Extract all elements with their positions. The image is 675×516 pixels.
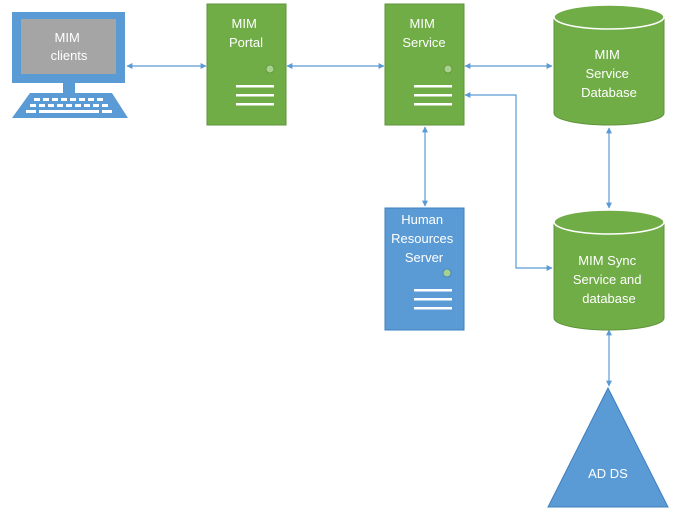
desktop-computer-icon bbox=[12, 12, 128, 118]
node-mim-service: MIM Service bbox=[384, 3, 465, 126]
node-mim-service-database: MIM Service Database bbox=[553, 4, 665, 126]
server-icon bbox=[384, 207, 465, 331]
label-line: database bbox=[582, 291, 636, 306]
label-line: Server bbox=[405, 250, 444, 265]
node-mim-portal: MIM Portal bbox=[206, 3, 287, 126]
drive-slots-icon bbox=[236, 85, 274, 106]
connector-service-syncdb bbox=[464, 92, 553, 271]
label-line: Database bbox=[581, 85, 637, 100]
label-line: AD DS bbox=[588, 466, 628, 481]
database-cylinder-icon bbox=[553, 4, 665, 126]
node-ad-ds: AD DS bbox=[547, 386, 669, 508]
label-mim-service: MIM Service bbox=[402, 16, 445, 50]
label-line: MIM Sync bbox=[578, 253, 636, 268]
label-line: clients bbox=[51, 48, 88, 63]
label-mim-clients: MIM clients bbox=[51, 30, 88, 63]
label-line: Portal bbox=[229, 35, 263, 50]
node-mim-sync-service-database: MIM Sync Service and database bbox=[553, 209, 665, 331]
label-line: Resources bbox=[391, 231, 454, 246]
label-line: MIM bbox=[410, 16, 435, 31]
label-mim-service-database: MIM Service Database bbox=[581, 47, 637, 100]
label-mim-portal: MIM Portal bbox=[229, 16, 263, 50]
drive-slots-icon bbox=[414, 289, 452, 310]
drive-slots-icon bbox=[414, 85, 452, 106]
database-cylinder-icon bbox=[553, 209, 665, 331]
label-mim-sync-service: MIM Sync Service and database bbox=[573, 253, 645, 306]
label-line: Service bbox=[402, 35, 445, 50]
label-line: MIM bbox=[595, 47, 620, 62]
label-ad-ds: AD DS bbox=[588, 466, 628, 481]
label-line: MIM bbox=[55, 30, 80, 45]
label-line: MIM bbox=[232, 16, 257, 31]
status-led-icon bbox=[442, 268, 452, 278]
status-led-icon bbox=[443, 64, 453, 74]
node-mim-clients: MIM clients bbox=[12, 12, 128, 118]
label-human-resources-server: Human Resources Server bbox=[391, 212, 457, 265]
connectors bbox=[126, 63, 612, 387]
status-led-icon bbox=[265, 64, 275, 74]
node-human-resources-server: Human Resources Server bbox=[384, 207, 465, 331]
label-line: Service bbox=[586, 66, 629, 81]
triangle-icon bbox=[547, 386, 669, 508]
label-line: Service and bbox=[573, 272, 642, 287]
label-line: Human bbox=[401, 212, 443, 227]
